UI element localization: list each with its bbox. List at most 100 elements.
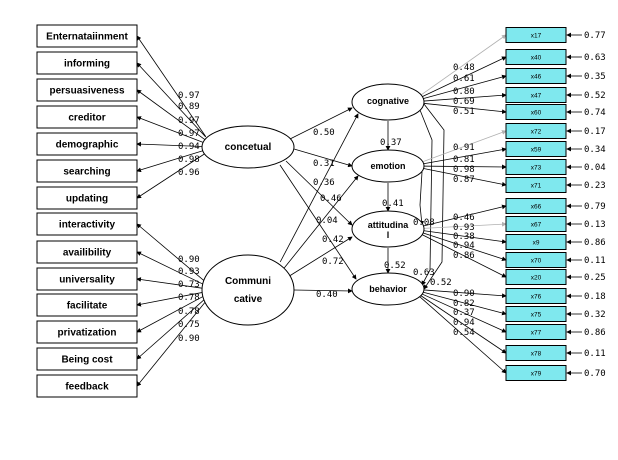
loading-value: 0.94 — [453, 318, 475, 328]
loading-arrow — [136, 291, 206, 307]
indicator-box-x73 — [505, 159, 567, 175]
indicator-label: x60 — [531, 110, 542, 117]
indicator-box — [36, 240, 138, 264]
error-value: 0.11 — [584, 256, 606, 266]
loading-arrow — [136, 223, 206, 283]
structural-path — [289, 107, 353, 140]
latent-behavior — [351, 272, 425, 306]
loading-value: 0.90 — [453, 289, 475, 299]
latent-attitudinal — [351, 210, 425, 248]
latent-communicative-label: cative — [234, 294, 263, 305]
structural-path — [419, 171, 424, 226]
loading-arrow — [136, 141, 206, 148]
path-coefficient: 0.37 — [380, 138, 402, 148]
indicator-box — [36, 293, 138, 317]
path-coefficient: 0.31 — [313, 159, 335, 169]
error-value: 0.04 — [584, 163, 606, 173]
indicator-box — [36, 347, 138, 371]
indicator-box-x72 — [505, 123, 567, 139]
loading-arrow — [136, 149, 206, 173]
loading-value: 0.46 — [453, 213, 475, 223]
loading-arrow — [136, 89, 206, 141]
indicator-loading-arrow — [418, 92, 507, 102]
indicator-label: universality — [59, 275, 115, 286]
error-value: 0.79 — [584, 202, 606, 212]
error-value: 0.35 — [584, 72, 606, 82]
indicator-box — [36, 24, 138, 48]
indicator-box-x46 — [505, 68, 567, 84]
indicator-box-x47 — [505, 87, 567, 103]
error-value: 0.25 — [584, 273, 606, 283]
loading-value: 0.97 — [178, 129, 200, 139]
indicator-box — [36, 374, 138, 398]
error-value: 0.34 — [584, 145, 606, 155]
latent-communicative-label: Communi — [225, 276, 271, 287]
latent-attitudinal-label: attitudina — [368, 220, 409, 230]
error-value: 0.86 — [584, 238, 606, 248]
indicator-box-x75 — [505, 306, 567, 322]
indicator-loading-arrow — [418, 130, 507, 164]
indicator-box — [36, 186, 138, 210]
loading-value: 0.48 — [453, 63, 475, 73]
latent-conceptual — [201, 125, 295, 169]
path-coefficient: 0.46 — [320, 194, 342, 204]
indicator-box-x17 — [505, 27, 567, 43]
error-value: 0.13 — [584, 220, 606, 230]
indicator-label: x78 — [531, 351, 542, 358]
loading-value: 0.37 — [453, 308, 475, 318]
indicator-box — [36, 51, 138, 75]
path-coefficient: 0.08 — [413, 218, 435, 228]
indicator-box-x66 — [505, 198, 567, 214]
indicator-box-x20 — [505, 269, 567, 285]
indicator-loading-arrow — [418, 147, 507, 166]
indicator-label: x72 — [531, 129, 542, 136]
loading-arrow — [136, 297, 206, 360]
indicator-label: x40 — [531, 55, 542, 62]
loading-arrow — [136, 277, 206, 290]
loading-value: 0.38 — [453, 232, 475, 242]
indicator-loading-arrow — [418, 167, 507, 187]
structural-path — [283, 175, 359, 269]
indicator-loading-arrow — [418, 34, 507, 97]
path-coefficient: 0.04 — [316, 216, 338, 226]
indicator-loading-arrow — [418, 229, 507, 244]
loading-value: 0.75 — [178, 320, 200, 330]
indicator-label: x79 — [531, 371, 542, 378]
indicator-label: feedback — [65, 382, 109, 393]
path-coefficient: 0.36 — [313, 178, 335, 188]
structural-path — [423, 103, 445, 290]
error-value: 0.77 — [584, 31, 606, 41]
path-coefficient: 0.41 — [382, 199, 404, 209]
structural-path — [279, 164, 357, 280]
loading-value: 0.69 — [453, 97, 475, 107]
structural-path — [279, 113, 359, 263]
loading-value: 0.61 — [453, 74, 475, 84]
indicator-loading-arrow — [418, 289, 507, 299]
indicator-loading-arrow — [418, 293, 507, 354]
latent-emotion-label: emotion — [371, 161, 406, 171]
error-value: 0.86 — [584, 328, 606, 338]
indicator-box — [36, 78, 138, 102]
indicator-label: updating — [66, 194, 108, 205]
error-value: 0.32 — [584, 310, 606, 320]
indicator-label: Enternataiinment — [46, 32, 128, 43]
indicator-label: facilitate — [67, 301, 108, 312]
indicator-label: x67 — [531, 222, 542, 229]
loading-value: 0.73 — [178, 280, 200, 290]
loading-arrow — [136, 294, 206, 333]
indicator-label: x17 — [531, 33, 542, 40]
error-value: 0.23 — [584, 181, 606, 191]
latent-emotion — [351, 149, 425, 183]
loading-arrow — [136, 251, 206, 286]
loading-value: 0.78 — [178, 293, 200, 303]
indicator-label: x73 — [531, 165, 542, 172]
indicator-label: persuasiveness — [49, 86, 124, 97]
loading-arrow — [136, 116, 206, 144]
error-value: 0.63 — [584, 53, 606, 63]
structural-path — [293, 288, 353, 294]
indicator-loading-arrow — [418, 102, 507, 114]
indicator-label: demographic — [56, 140, 119, 151]
indicator-label: x77 — [531, 330, 542, 337]
path-coefficient: 0.42 — [322, 235, 344, 245]
